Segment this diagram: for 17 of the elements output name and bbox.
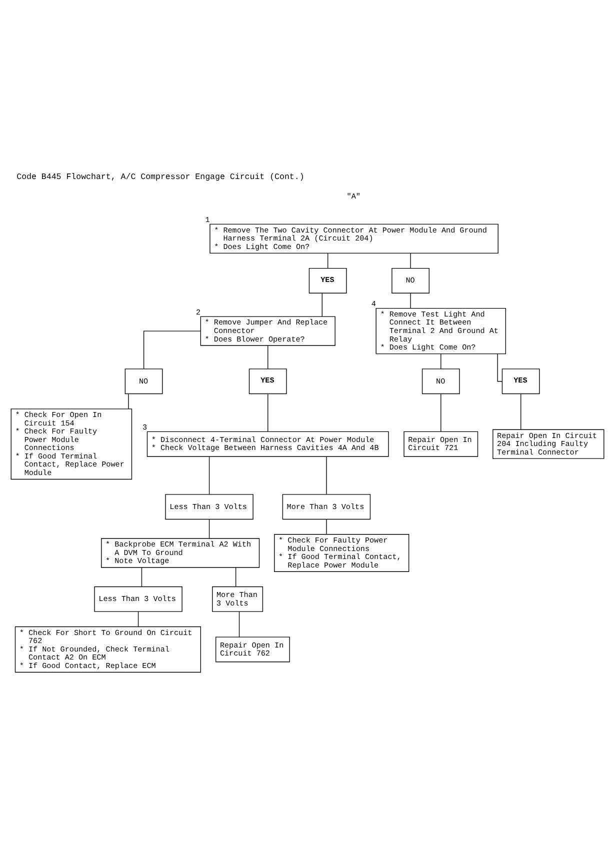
connector	[141, 567, 142, 588]
connector	[410, 253, 411, 269]
connector	[410, 292, 411, 308]
connector	[440, 354, 442, 370]
connector	[440, 394, 442, 432]
connector	[208, 456, 210, 495]
connector	[138, 611, 139, 627]
connector	[238, 611, 240, 638]
connector	[326, 456, 327, 495]
connector	[235, 567, 236, 588]
connector	[143, 330, 201, 370]
connector	[520, 394, 522, 430]
connector	[128, 394, 129, 410]
connector	[326, 519, 327, 535]
connector	[497, 354, 502, 382]
connector	[208, 519, 210, 539]
connector	[327, 253, 328, 269]
